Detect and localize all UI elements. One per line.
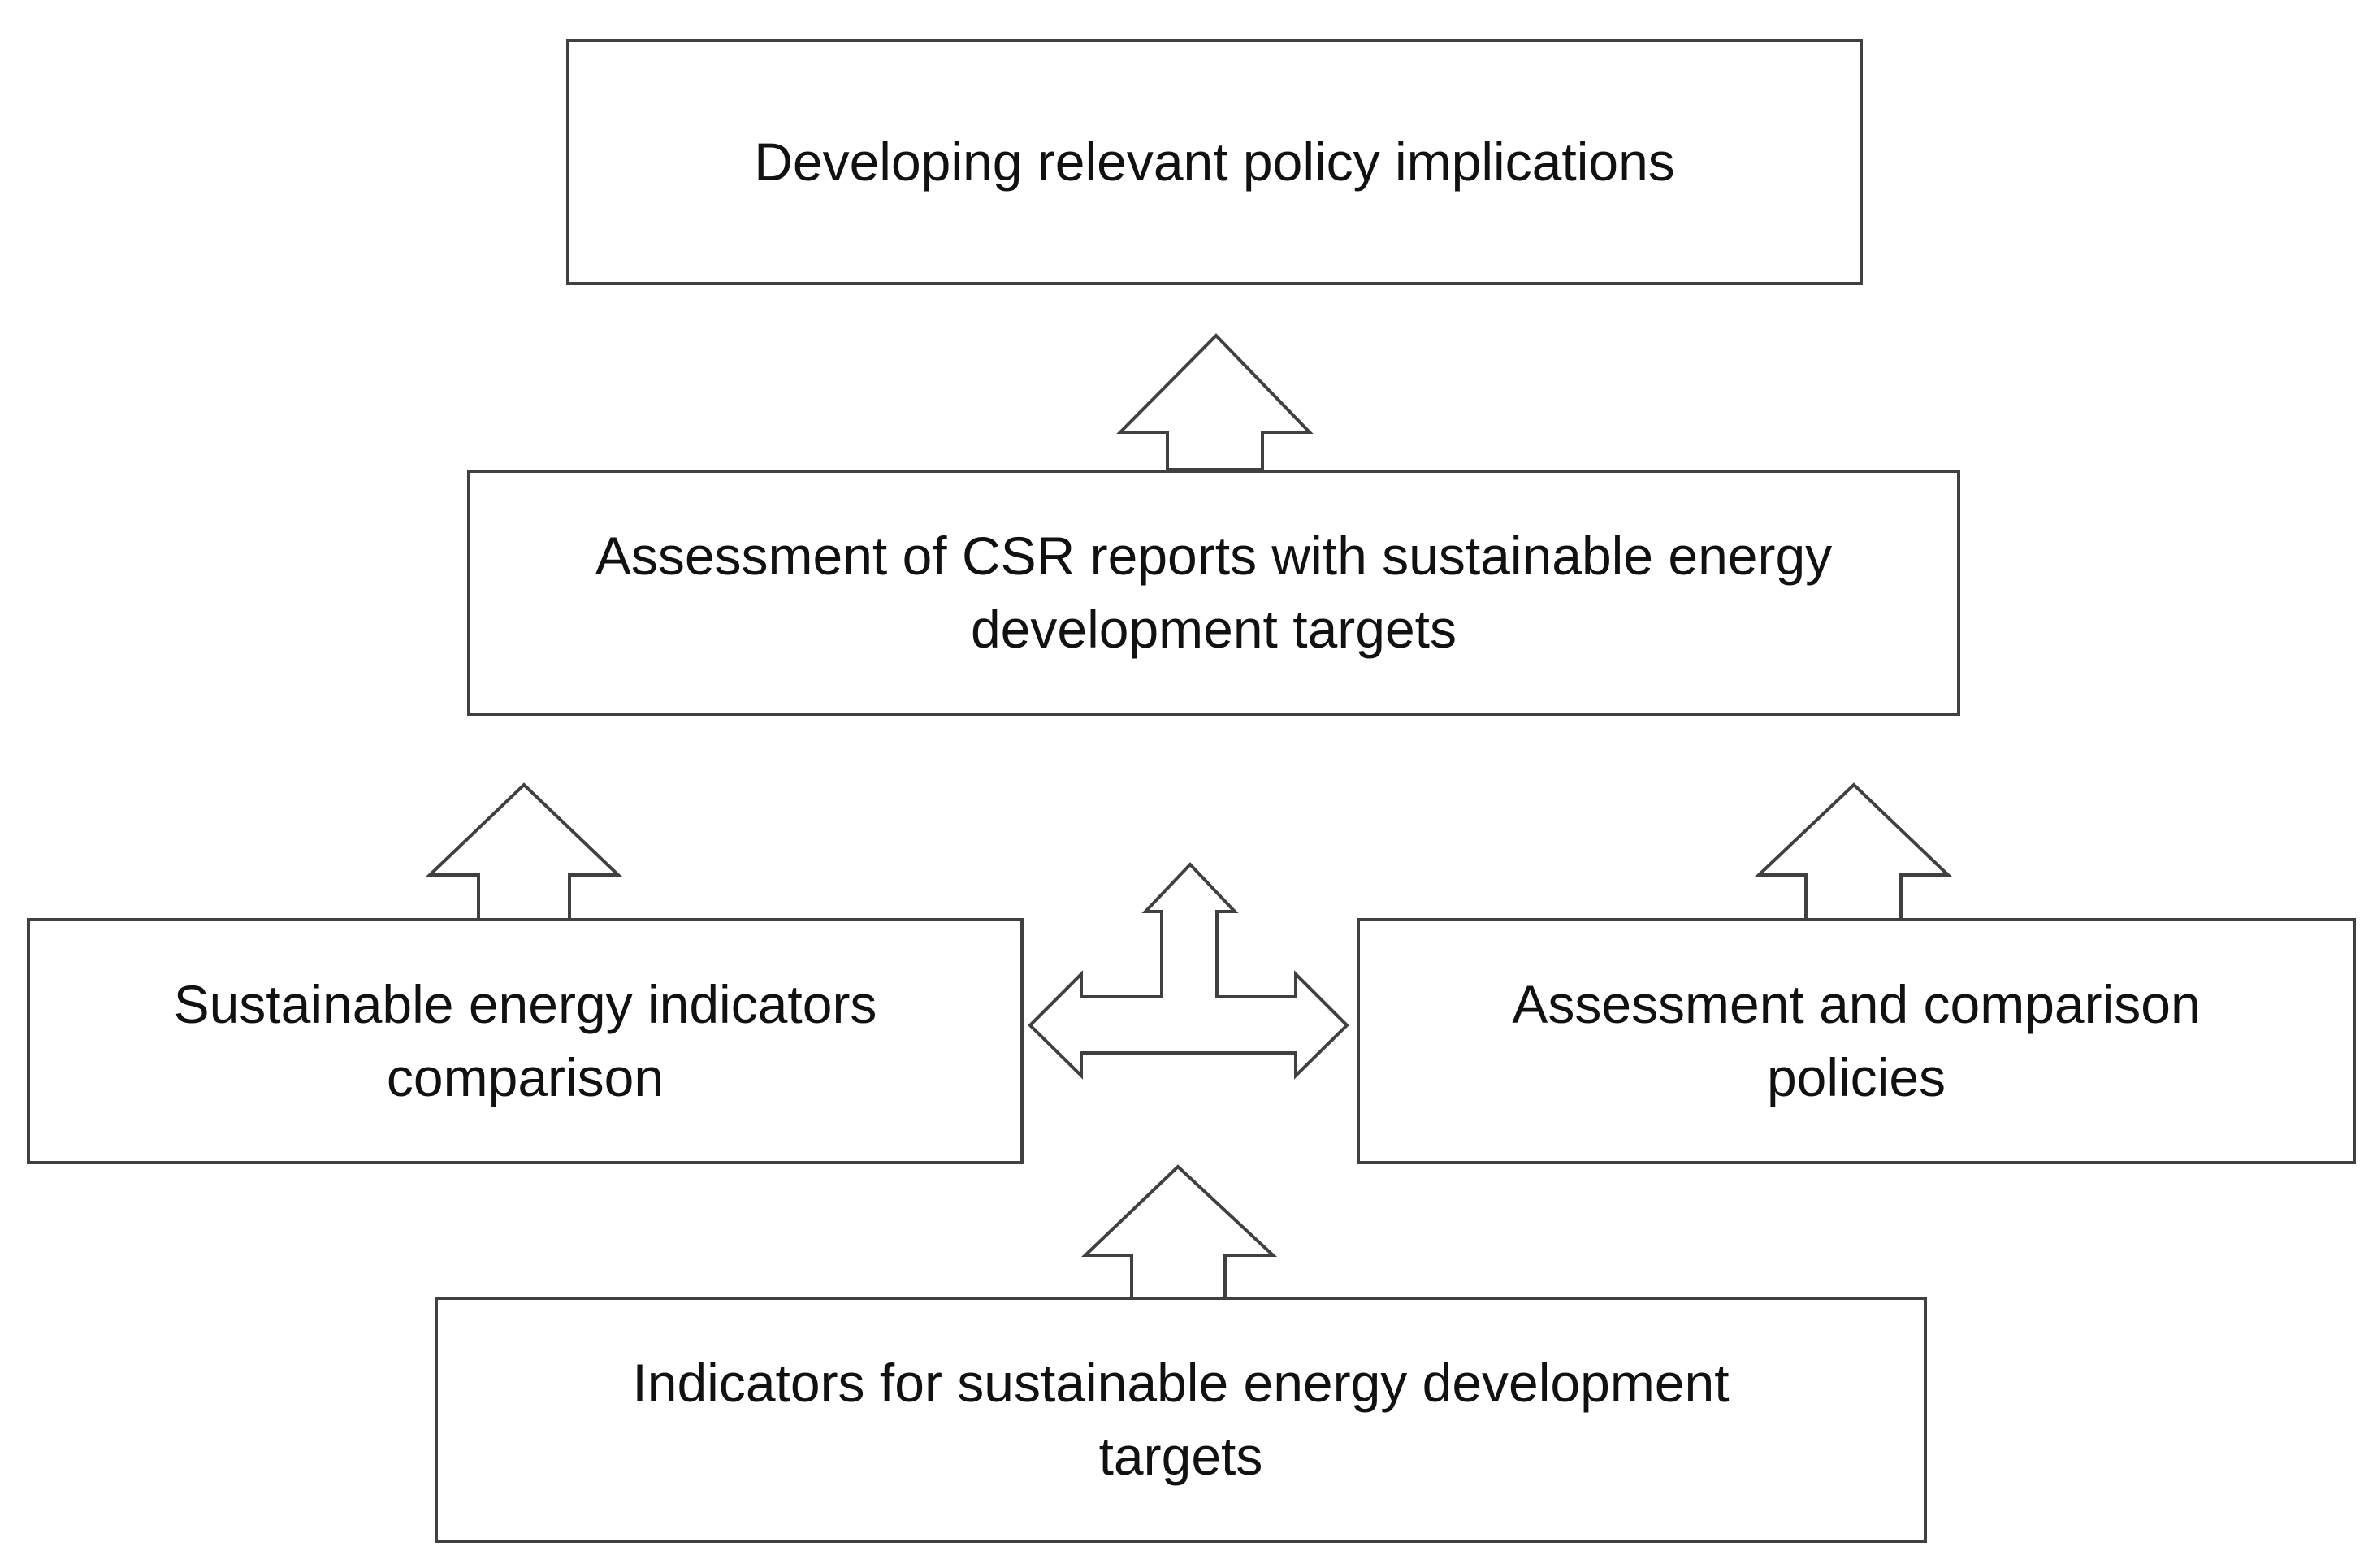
up-arrow-left-to-second <box>426 782 622 921</box>
node-label-second: Assessment of CSR reports with sustainab… <box>595 525 1833 659</box>
up-arrow-bottom-to-middle <box>1081 1164 1278 1300</box>
node-developing-policy-implications: Developing relevant policy implications <box>566 39 1863 285</box>
node-label-bottom: Indicators for sustainable energy develo… <box>632 1352 1730 1486</box>
node-sustainable-energy-indicators-comparison: Sustainable energy indicators comparison <box>27 918 1024 1164</box>
node-label-right: Assessment and comparison policies <box>1512 973 2201 1107</box>
node-label-left: Sustainable energy indicators comparison <box>173 973 877 1107</box>
node-assessment-csr-reports: Assessment of CSR reports with sustainab… <box>467 470 1960 716</box>
node-assessment-comparison-policies: Assessment and comparison policies <box>1357 918 2356 1164</box>
three-way-arrow-left-right <box>1028 862 1349 1080</box>
up-arrow-second-to-top <box>1116 333 1314 471</box>
node-indicators-sustainable-energy-targets: Indicators for sustainable energy develo… <box>435 1297 1927 1543</box>
node-label-top: Developing relevant policy implications <box>754 131 1675 192</box>
up-arrow-right-to-second <box>1754 782 1952 921</box>
